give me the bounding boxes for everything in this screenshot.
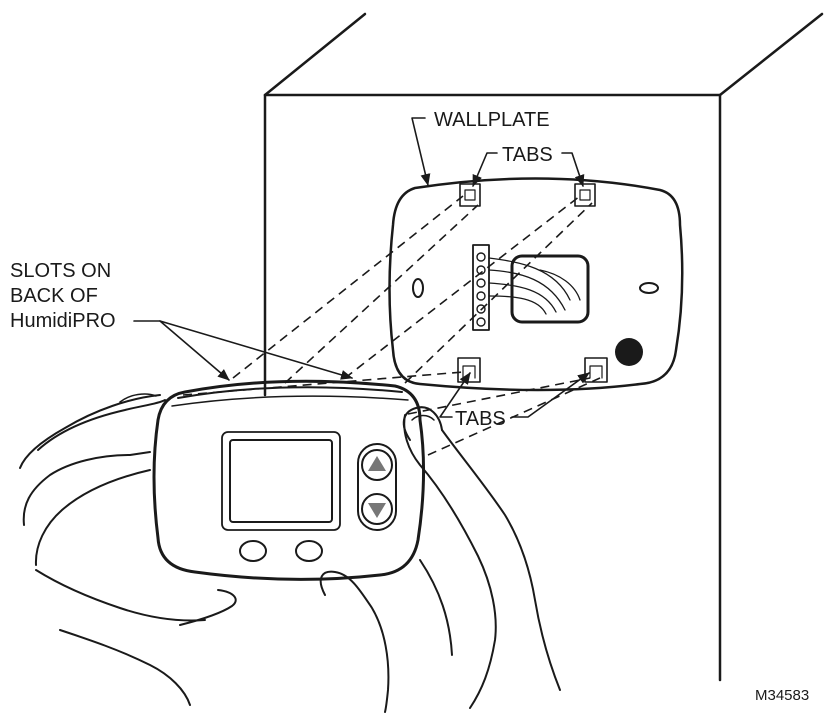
wallplate — [388, 177, 684, 392]
down-arrow-button-icon — [361, 493, 393, 525]
wire-opening — [488, 254, 590, 324]
display-screen — [221, 431, 341, 531]
label-slots-line3: HumidiPRO — [10, 310, 116, 332]
up-arrow-button-icon — [361, 449, 393, 481]
right-hand — [319, 406, 561, 713]
left-oval-button — [239, 540, 267, 562]
label-tabs-bottom: TABS — [455, 408, 506, 430]
label-tabs-top: TABS — [502, 144, 553, 166]
label-slots-line1: SLOTS ON — [10, 260, 111, 282]
tab-bottom-left — [457, 357, 481, 383]
mounting-hole-left — [412, 278, 424, 298]
humidipro-thermostat — [152, 379, 426, 581]
tab-top-right — [574, 183, 596, 207]
wallplate-dot — [615, 338, 643, 366]
wall — [263, 12, 824, 682]
terminal-strip — [472, 244, 490, 331]
label-slots-line2: BACK OF — [10, 285, 98, 307]
tab-top-left — [459, 183, 481, 207]
label-wallplate: WALLPLATE — [434, 109, 550, 131]
callout-leaders — [133, 117, 590, 418]
mounting-hole-right — [639, 282, 659, 294]
right-oval-button — [295, 540, 323, 562]
figure-code: M34583 — [755, 687, 809, 704]
up-down-buttons — [357, 443, 397, 531]
tab-bottom-right — [584, 357, 608, 383]
left-hand — [19, 393, 237, 706]
